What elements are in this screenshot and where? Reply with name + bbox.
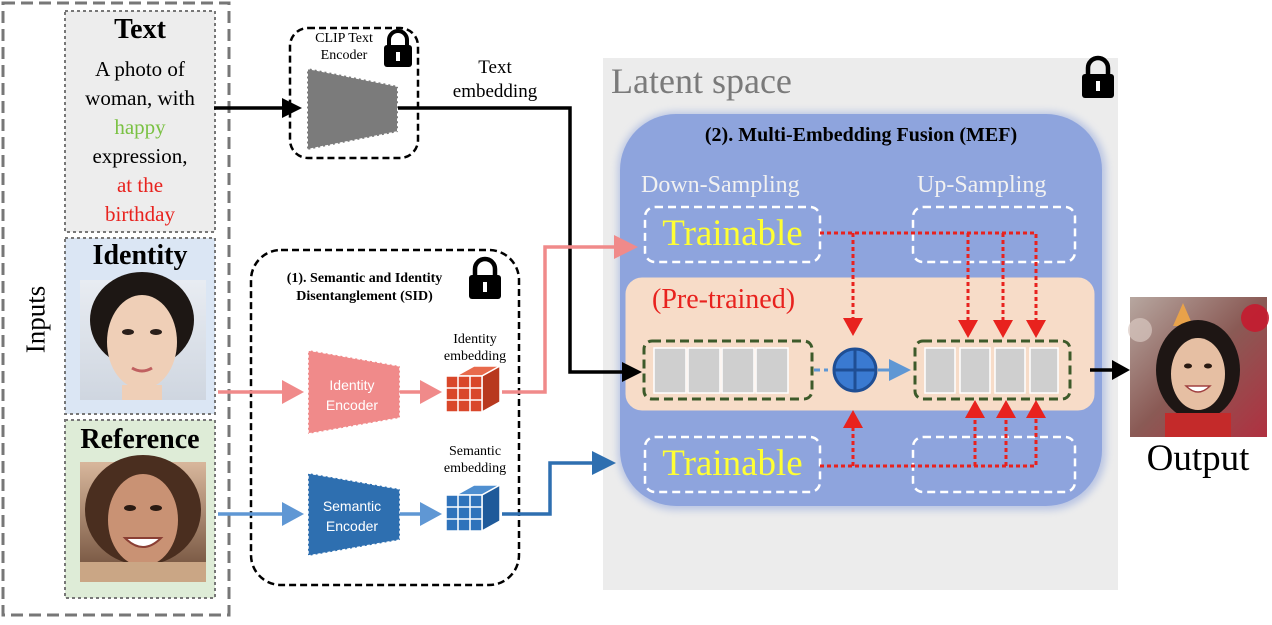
semantic-embedding-cube	[445, 483, 503, 533]
red-dotted-bottom-links	[820, 415, 1038, 468]
reference-panel-title: Reference	[80, 424, 200, 455]
prompt-line-5: at the	[116, 173, 164, 197]
text-panel	[64, 10, 216, 233]
text-embedding-arrow	[398, 106, 630, 374]
pretrained-right-cells	[924, 347, 1059, 394]
trainable-bottom-label: Trainable	[662, 443, 803, 484]
semantic-embedding-line1: Semantic	[448, 444, 502, 459]
identity-encoder-line1: Identity	[329, 377, 375, 393]
pretrained-label: (Pre-trained)	[652, 284, 796, 315]
identity-encoder-shape	[307, 349, 401, 435]
trainable-top-label: Trainable	[662, 213, 803, 254]
identity-embedding-label: Identity embedding	[430, 331, 520, 365]
text-panel-title: Text	[114, 14, 166, 45]
prompt-line-1: A photo of	[95, 57, 185, 81]
identity-panel-title: Identity	[92, 240, 188, 271]
sid-title-line1: (1). Semantic and Identity	[286, 271, 443, 286]
encoder-to-semantic-embedding-arrow	[420, 502, 442, 526]
semantic-to-trainable-arrow	[502, 461, 602, 516]
latent-space-title: Latent space	[611, 61, 792, 101]
encoder-to-identity-embedding-arrow	[420, 380, 442, 404]
reference-face-image	[80, 455, 206, 582]
identity-to-trainable-arrow	[502, 245, 625, 394]
down-sampling-label: Down-Sampling	[641, 172, 800, 198]
identity-face-image	[80, 272, 206, 400]
text-embedding-line2: embedding	[452, 81, 538, 102]
clip-label-line1: CLIP Text	[315, 31, 373, 46]
fusion-plus-icon	[832, 347, 878, 393]
identity-embedding-line2: embedding	[443, 349, 507, 364]
red-arrowheads-top	[843, 318, 1046, 338]
sid-lock-icon	[469, 256, 501, 299]
clip-encoder-box	[288, 26, 420, 160]
pretrained-right-block	[913, 339, 1072, 401]
inputs-label: Inputs	[20, 285, 51, 354]
clip-encoder-trapezoid	[306, 66, 399, 152]
sid-title: (1). Semantic and Identity Disentangleme…	[262, 270, 467, 306]
output-label: Output	[1146, 438, 1250, 479]
identity-embedding-cube	[445, 364, 503, 414]
text-embedding-line1: Text	[478, 57, 512, 78]
identity-encoder-line2: Encoder	[325, 397, 379, 413]
semantic-encoder-line1: Semantic	[322, 498, 382, 514]
identity-embedding-line1: Identity	[453, 332, 497, 347]
inputs-container	[1, 1, 231, 617]
prompt-line-4: expression,	[92, 144, 188, 168]
text-embedding-label: Text embedding	[435, 56, 555, 104]
clip-lock-icon	[384, 29, 412, 67]
pretrained-left-cells	[653, 347, 789, 394]
semantic-encoder-shape	[307, 472, 401, 557]
identity-encoder-label: Identity Encoder	[308, 375, 396, 415]
prompt-line-6: birthday	[105, 202, 175, 226]
text-prompt: A photo of woman, with happy expression,…	[65, 55, 215, 229]
pretrained-left-block	[642, 339, 814, 401]
semantic-encoder-label: Semantic Encoder	[308, 496, 396, 536]
red-dotted-top-links	[820, 231, 1038, 322]
latent-lock-icon	[1082, 55, 1114, 98]
inputs-label-wrap: Inputs	[6, 286, 66, 354]
output-image	[1128, 297, 1269, 437]
prompt-line-2: woman, with	[85, 86, 195, 110]
semantic-embedding-label: Semantic embedding	[430, 443, 520, 477]
up-sampling-label: Up-Sampling	[917, 172, 1047, 198]
red-arrowheads-bottom	[843, 400, 1046, 428]
prompt-word-happy: happy	[114, 115, 166, 139]
mef-title: (2). Multi-Embedding Fusion (MEF)	[704, 124, 1018, 146]
semantic-encoder-line2: Encoder	[325, 518, 379, 534]
clip-label: CLIP Text Encoder	[300, 30, 388, 64]
sid-title-line2: Disentanglement (SID)	[296, 289, 433, 304]
semantic-embedding-line2: embedding	[443, 461, 507, 476]
clip-label-line2: Encoder	[320, 48, 368, 63]
